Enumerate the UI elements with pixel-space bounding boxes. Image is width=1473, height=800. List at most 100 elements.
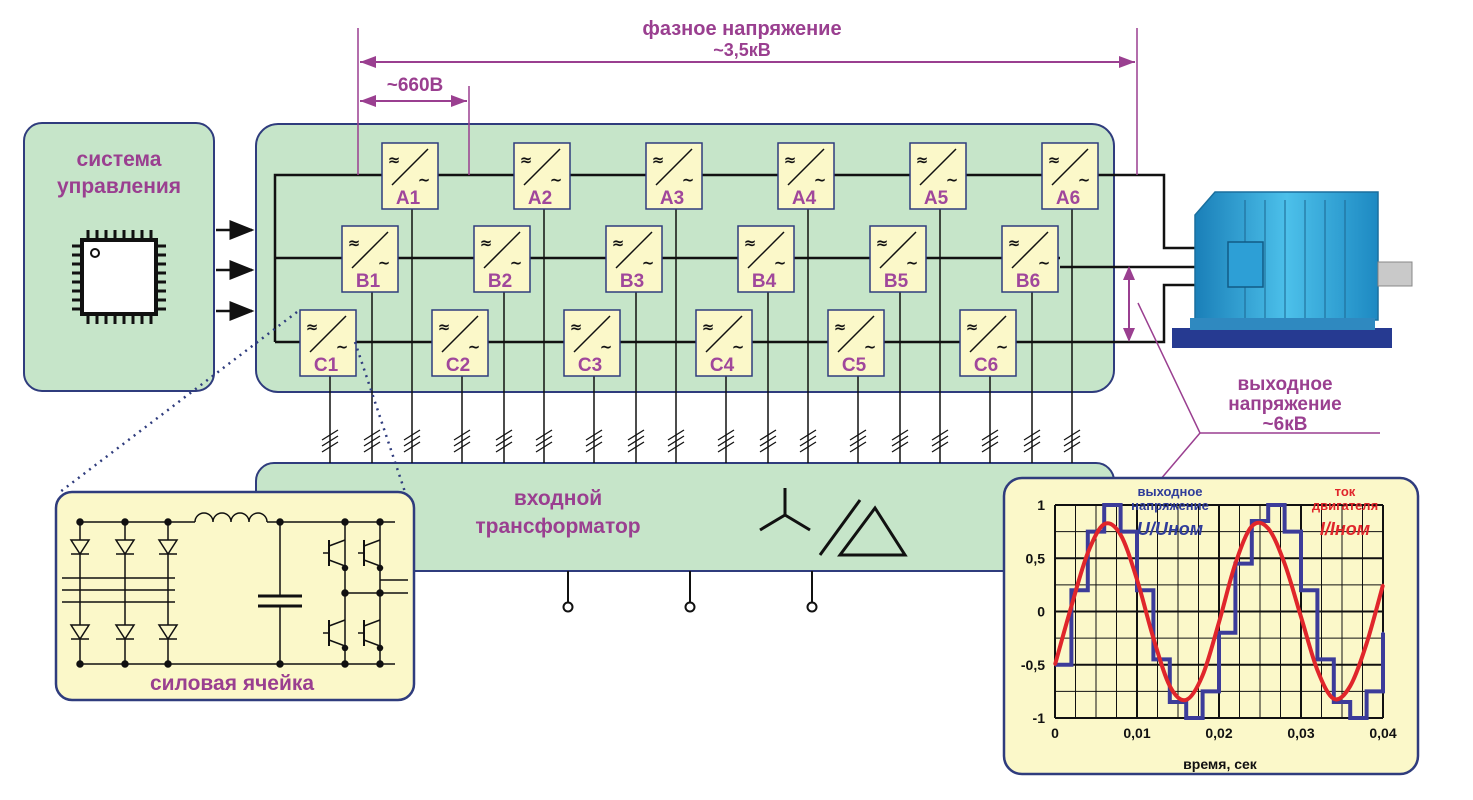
voltage-data-point [1217,631,1221,634]
current-data-point [1070,604,1073,608]
power-cell-c6: ≈ ~C6 [959,309,1017,377]
current-legend-line2: двигателя [1312,498,1378,513]
svg-text:~: ~ [418,171,431,189]
power-cell-label: A5 [924,188,949,209]
power-cell-a5: ≈~A5 [909,142,967,210]
svg-text:≈: ≈ [306,318,319,336]
voltage-data-point [1316,658,1319,661]
power-cell-a4: ≈~A4 [777,142,835,210]
power-cell-label: A4 [792,188,817,209]
power-cell-label: B5 [884,271,909,292]
power-cell-label: C5 [842,355,867,376]
svg-text:~: ~ [510,254,523,272]
power-cell-a6: ≈~A6 [1041,142,1099,210]
current-series-points [1053,522,1385,702]
chart-y-tick-label: 0 [1037,604,1045,620]
voltage-data-point [1332,700,1336,704]
voltage-data-point [1168,700,1172,704]
svg-text:≈: ≈ [834,318,847,336]
microchip-icon [72,230,166,324]
svg-text:≈: ≈ [388,151,401,169]
power-cell-label: B2 [488,271,512,292]
output-voltage-label-2: напряжение [1228,394,1341,415]
current-data-point [1267,527,1270,530]
svg-text:≈: ≈ [702,318,715,336]
power-cell-label: B6 [1016,271,1040,292]
svg-text:≈: ≈ [520,151,533,169]
svg-text:≈: ≈ [744,234,757,252]
svg-text:≈: ≈ [1048,151,1061,169]
power-cell-label: A3 [660,188,684,209]
cell-voltage-label: ~660В [387,75,444,96]
voltage-data-point [1070,589,1073,592]
voltage-legend-line2: напряжение [1131,498,1209,513]
transformer-label-1: входной [514,487,602,510]
svg-text:~: ~ [378,254,391,272]
svg-text:≈: ≈ [570,318,583,336]
voltage-data-point [1349,716,1352,720]
power-cell-c3: ≈~C3 [563,309,621,377]
power-cell-label: A2 [528,188,552,209]
power-cell-b2: ≈ ~B2 [473,225,531,293]
chart-x-tick-label: 0,03 [1287,725,1314,741]
phase-voltage-label-2: ~3,5кВ [713,40,771,60]
voltage-data-point [1381,631,1385,634]
output-voltage-dimension: выходное напряжение ~6кВ [1123,266,1380,481]
power-cell-label: C2 [446,355,470,376]
power-cell-a3: ≈~A3 [645,142,703,210]
power-cell-callout [59,311,407,493]
voltage-data-point [1299,589,1303,592]
phase-voltage-label-1: фазное напряжение [642,18,841,40]
chart-x-axis-label: время, сек [1183,756,1258,772]
svg-text:≈: ≈ [480,234,493,252]
current-data-point [1119,533,1122,537]
current-data-point [1234,562,1237,565]
chart-x-tick-label: 0 [1051,725,1059,741]
power-cell-label: C1 [314,355,339,376]
current-unit-label: I/Iном [1320,519,1370,539]
current-data-point [1053,663,1057,666]
power-cell-c1: ≈~C1 [299,309,357,377]
control-system-label-1: система [77,148,162,171]
voltage-data-point [1103,503,1106,507]
voltage-data-point [1365,690,1368,693]
chart-x-tick-label: 0,01 [1123,725,1150,741]
current-data-point [1381,583,1385,587]
current-data-point [1201,674,1204,677]
power-cell-c2: ≈~C2 [431,309,489,377]
power-cell-label: B1 [356,271,381,292]
current-data-point [1283,562,1286,565]
cell-voltage-dimension: ~660В [360,75,470,175]
chart-y-tick-label: -1 [1033,710,1046,726]
voltage-data-point [1086,530,1090,533]
svg-text:~: ~ [468,338,481,356]
power-cell-b4: ≈~B4 [737,225,795,293]
power-cell-b5: ≈~B5 [869,225,927,293]
power-cell-a1: ≈ ~A1 [381,142,439,210]
power-cell-c5: ≈~C5 [827,309,885,377]
current-data-point [1217,620,1221,624]
power-cell-label: C4 [710,355,735,376]
power-cell-a2: ≈~A2 [513,142,571,210]
chart-x-tick-label: 0,04 [1369,725,1396,741]
svg-text:~: ~ [732,338,745,356]
power-cell-label: C6 [974,355,998,376]
voltage-data-point [1250,519,1254,523]
wye-delta-symbol [759,488,908,557]
output-voltage-label-1: выходное [1237,374,1332,395]
svg-text:≈: ≈ [966,318,979,336]
voltage-data-point [1119,530,1122,533]
chart-y-tick-label: 0,5 [1026,550,1046,566]
current-data-point [1250,525,1254,528]
power-cell-label: A1 [396,188,421,209]
transformer-panel: входной трансформатор [255,462,1115,613]
transformer-label-2: трансформатор [475,515,640,538]
control-system-panel: система управления [23,122,215,392]
svg-text:~: ~ [906,254,919,272]
svg-text:~: ~ [996,338,1009,356]
current-data-point [1365,642,1368,645]
voltage-data-point [1267,503,1270,507]
